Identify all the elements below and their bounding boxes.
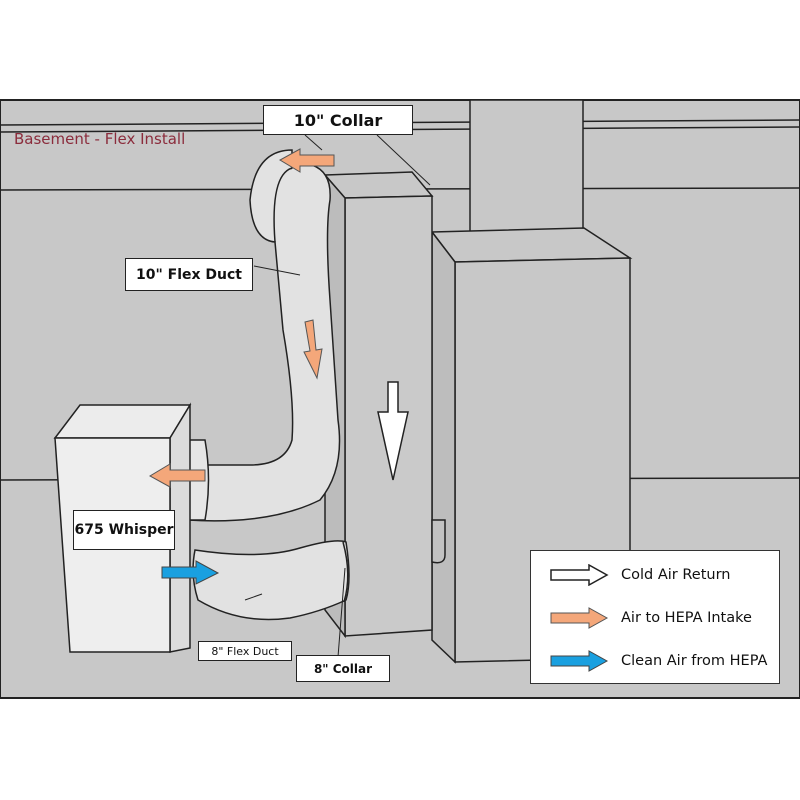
flex-duct-10 (187, 149, 341, 522)
legend-label: Air to HEPA Intake (621, 610, 752, 626)
white-arrow-icon (550, 564, 609, 586)
leader-lines (244, 134, 431, 658)
label-flex-duct-10: 10" Flex Duct (125, 258, 253, 291)
blue-arrow-unit (161, 560, 220, 585)
large-block-side (431, 229, 456, 664)
orange-arrow-icon (550, 607, 609, 629)
orange-arrow-duct (303, 319, 323, 380)
diagram-title: Basement - Flex Install (14, 130, 186, 148)
legend-row-hepa-intake: Air to HEPA Intake (549, 606, 752, 630)
orange-arrow-collar (278, 148, 335, 173)
flex-duct-10-collar-ring (273, 167, 293, 243)
legend-label: Clean Air from HEPA (621, 653, 768, 669)
return-duct-foot (431, 519, 446, 564)
legend-row-cold-air: Cold Air Return (549, 563, 730, 587)
orange-arrow-unit (148, 463, 206, 488)
label-flex-duct-8: 8" Flex Duct (198, 641, 292, 661)
chimney-column (469, 99, 584, 251)
label-unit-675-whisper: 675 Whisper (73, 510, 175, 550)
label-collar-8: 8" Collar (296, 655, 390, 682)
collar-8-ring (342, 541, 349, 603)
white-arrow-return (377, 381, 409, 481)
blue-arrow-icon (550, 650, 609, 672)
legend-label: Cold Air Return (621, 567, 731, 583)
legend: Cold Air Return Air to HEPA Intake Clean… (530, 550, 780, 684)
legend-row-clean-air: Clean Air from HEPA (549, 649, 767, 673)
flex-duct-8 (192, 540, 350, 621)
label-collar-10: 10" Collar (263, 105, 413, 135)
